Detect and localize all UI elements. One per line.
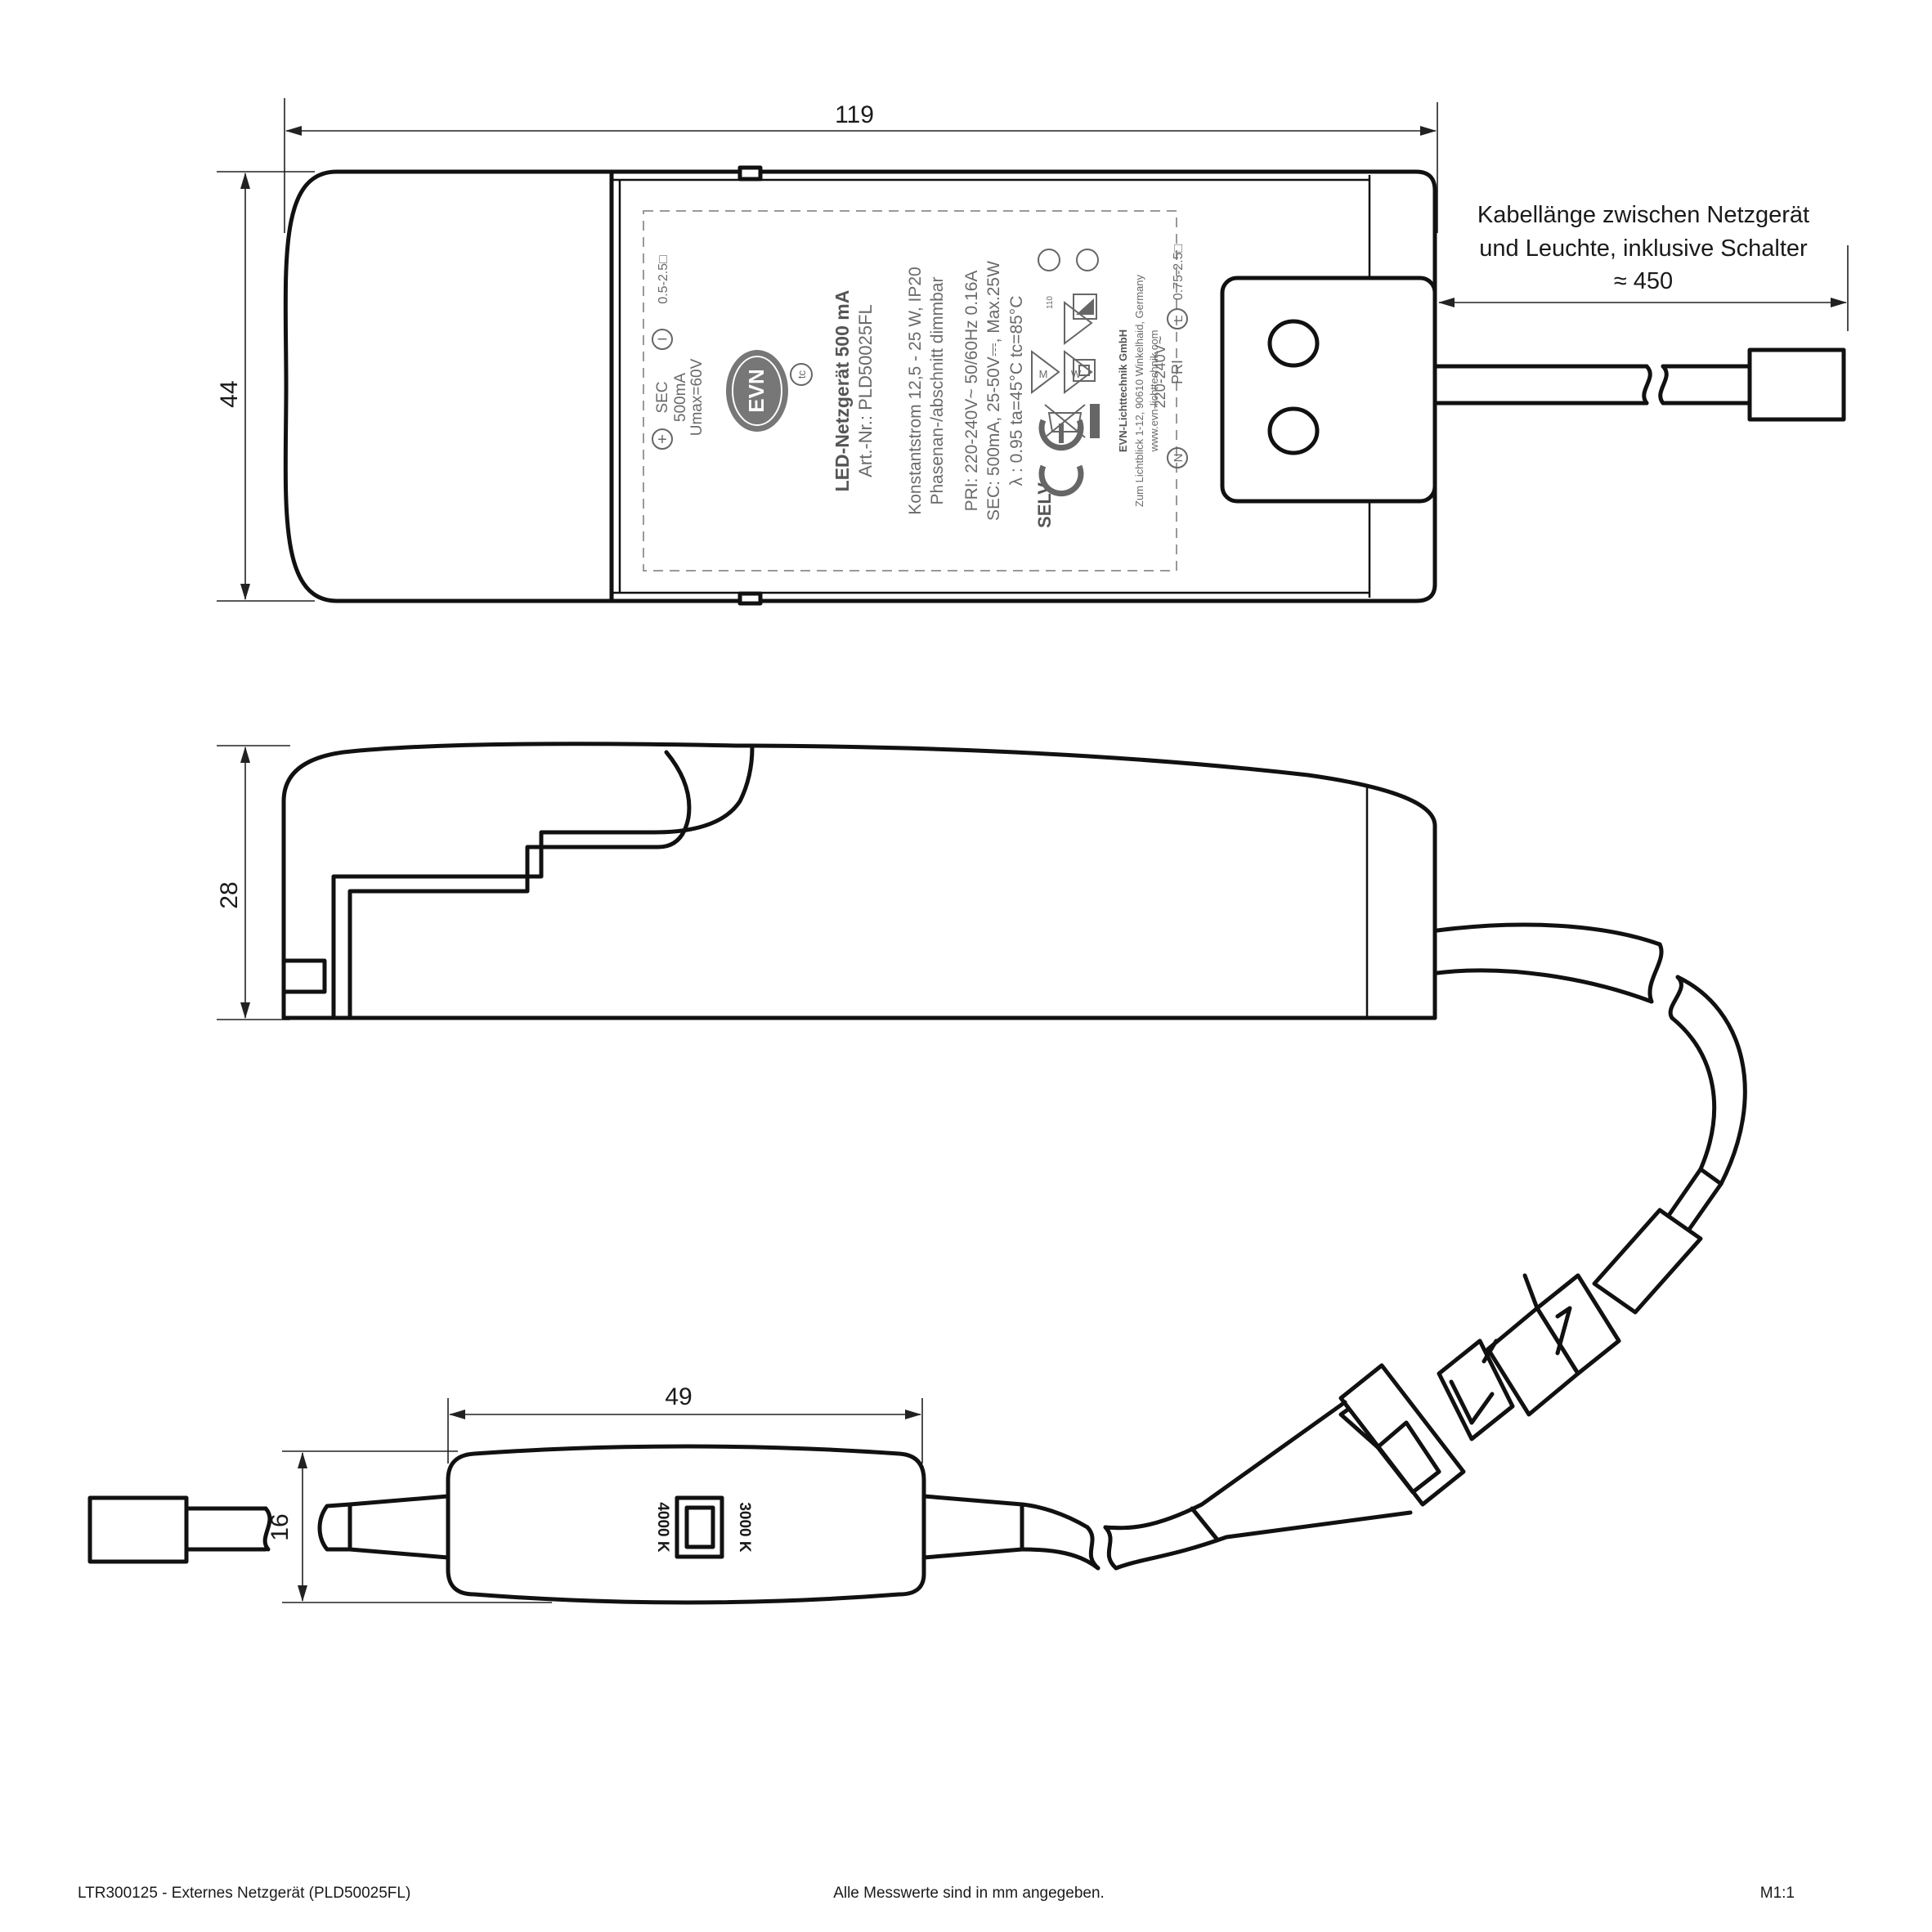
svg-text:Zum Lichtblick 1-12, 90610 Win: Zum Lichtblick 1-12, 90610 Winkelhaid, G… xyxy=(1133,275,1145,507)
svg-text:SEC: 500mA, 25-50V⎓, Max.25W: SEC: 500mA, 25-50V⎓, Max.25W xyxy=(984,261,1003,521)
footer-center: Alle Messwerte sind in mm angegeben. xyxy=(833,1885,1105,1902)
side-cable xyxy=(1435,922,1747,1233)
svg-text:220-240V~: 220-240V~ xyxy=(1152,336,1168,409)
output-cable xyxy=(1432,347,1846,422)
switch-cable xyxy=(1020,1400,1413,1571)
svg-text:500mA: 500mA xyxy=(672,373,689,423)
cable-note-value: ≈ 450 xyxy=(1614,268,1673,294)
side-housing-outline xyxy=(281,742,1437,1020)
svg-text:N: N xyxy=(1172,454,1186,463)
svg-text:M: M xyxy=(1039,368,1048,380)
width-dimension: 119 xyxy=(835,101,874,128)
svg-text:tc: tc xyxy=(796,370,808,379)
left-connector xyxy=(87,1495,189,1564)
svg-text:+: + xyxy=(657,431,667,449)
svg-text:EVN-Lichttechnik GmbH: EVN-Lichttechnik GmbH xyxy=(1117,329,1129,452)
mw-mark-icons xyxy=(1031,300,1093,395)
weee-bin-icon xyxy=(1044,404,1100,438)
svg-text:www.evn-lichttechnik.com: www.evn-lichttechnik.com xyxy=(1148,330,1160,453)
svg-text:Konstantstrom 12,5 - 25 W, IP2: Konstantstrom 12,5 - 25 W, IP20 xyxy=(906,267,925,515)
svg-text:Phasenan-/abschnitt dimmbar: Phasenan-/abschnitt dimmbar xyxy=(928,277,947,505)
terminal-block xyxy=(1220,276,1437,504)
svg-text:PRI: 220-240V~ 50/60Hz 0.16A: PRI: 220-240V~ 50/60Hz 0.16A xyxy=(962,271,981,512)
neutral-terminal-icon xyxy=(1167,447,1188,468)
side-view: 28 xyxy=(216,742,1747,1571)
tc-icon xyxy=(790,363,813,386)
switch-width-dimension: 49 xyxy=(665,1383,692,1410)
svg-text:PRI: PRI xyxy=(1169,360,1186,384)
svg-text:SEC: SEC xyxy=(654,381,671,413)
cable-note-line-1: Kabellänge zwischen Netzgerät xyxy=(1477,202,1809,228)
cct-switch-slider[interactable] xyxy=(675,1495,724,1559)
svg-text:Umax=60V: Umax=60V xyxy=(688,358,706,436)
svg-text:LED-Netzgerät 500 mA: LED-Netzgerät 500 mA xyxy=(832,290,853,492)
switch-label-4000k: 4000 K xyxy=(654,1502,671,1553)
footer-left: LTR300125 - Externes Netzgerät (PLD50025… xyxy=(78,1885,410,1902)
terminal-screw-2 xyxy=(1267,406,1320,455)
svg-text:0.75-2.5□: 0.75-2.5□ xyxy=(1172,244,1186,300)
svg-text:−: − xyxy=(657,329,668,349)
height-side-dimension: 28 xyxy=(216,881,243,908)
svg-text:λ : 0.95 ta=45°C tc=85°C: λ : 0.95 ta=45°C tc=85°C xyxy=(1007,296,1026,486)
evn-logo-icon xyxy=(726,350,788,432)
switch-view: 49 16 3000 K 4000 K xyxy=(87,1383,1024,1605)
footer-right: M1:1 xyxy=(1760,1885,1795,1902)
ce-mark-icon xyxy=(1038,419,1084,497)
safety-transformer-icon xyxy=(1038,249,1060,271)
live-terminal-icon xyxy=(1167,308,1188,329)
svg-text:110: 110 xyxy=(1046,296,1055,309)
svg-text:0.5-2.5□: 0.5-2.5□ xyxy=(657,255,670,304)
svg-text:L: L xyxy=(1172,316,1186,322)
double-insulation-icon xyxy=(1073,359,1096,382)
side-cable-clamp xyxy=(281,958,327,994)
height-top-dimension: 44 xyxy=(216,380,243,407)
footer: LTR300125 - Externes Netzgerät (PLD50025… xyxy=(78,1885,1795,1902)
top-view: 119 44 LED-Netzgerät 500 mA Art.-Nr.: PL… xyxy=(216,98,1849,606)
minus-terminal-icon xyxy=(652,329,673,350)
furniture-mount-icon xyxy=(1076,249,1099,271)
label-symbols: + − N L EVN tc xyxy=(652,249,1188,497)
dimmer-lc-icon xyxy=(1073,294,1097,320)
switch-label-3000k: 3000 K xyxy=(736,1502,753,1553)
inline-connector xyxy=(1338,1208,1703,1507)
plus-terminal-icon xyxy=(652,428,673,450)
cable-note-line-2: und Leuchte, inklusive Schalter xyxy=(1479,235,1808,262)
terminal-screw-1 xyxy=(1267,319,1320,368)
svg-text:Art.-Nr.: PLD50025FL: Art.-Nr.: PLD50025FL xyxy=(855,304,876,477)
label-text: LED-Netzgerät 500 mA Art.-Nr.: PLD50025F… xyxy=(654,244,1186,527)
svg-text:EVN: EVN xyxy=(744,369,769,412)
housing-outline xyxy=(283,169,1437,603)
output-connector xyxy=(1747,347,1846,422)
label-area xyxy=(643,210,1177,572)
